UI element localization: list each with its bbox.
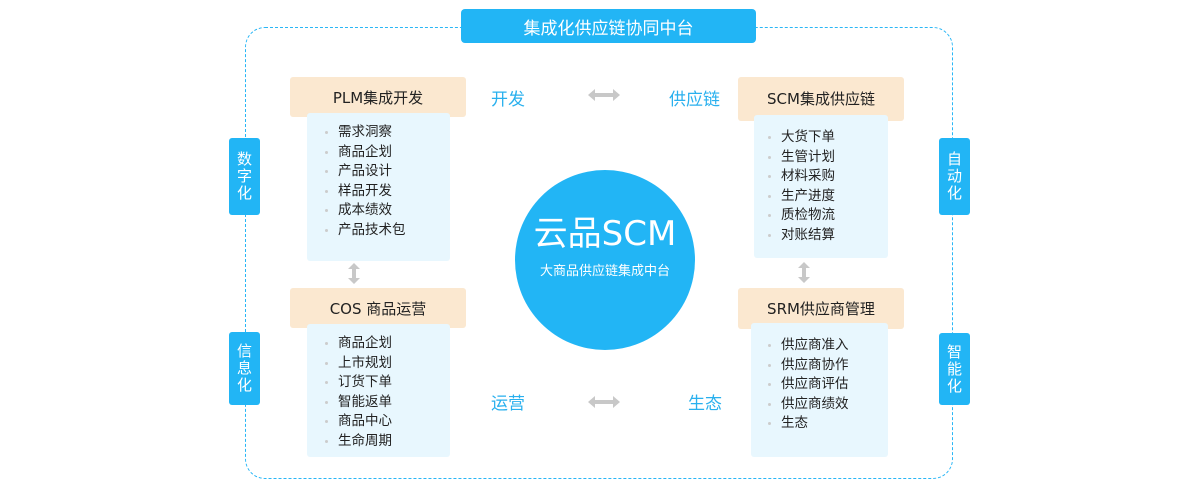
side-tab-automation: 自动化 (939, 138, 970, 215)
module-item: 生产进度 (768, 187, 888, 207)
cos-box: 商品企划上市规划订货下单智能返单商品中心生命周期 (307, 324, 450, 457)
module-item: 成本绩效 (325, 201, 450, 221)
module-item: 产品技术包 (325, 221, 450, 241)
module-item: 对账结算 (768, 226, 888, 246)
connector-label-supply-chain: 供应链 (669, 90, 720, 110)
center-title: 云品SCM (533, 214, 677, 254)
module-item: 产品设计 (325, 162, 450, 182)
module-item: 生态 (768, 414, 888, 434)
double-arrow-vertical-icon (348, 263, 360, 284)
module-item-list: 大货下单生管计划材料采购生产进度质检物流对账结算 (754, 128, 888, 246)
srm-header: SRM供应商管理 (738, 288, 904, 329)
scm-header: SCM集成供应链 (738, 77, 904, 121)
module-item: 供应商绩效 (768, 395, 888, 415)
plm-header: PLM集成开发 (290, 77, 466, 117)
module-item: 生管计划 (768, 148, 888, 168)
plm-box: 需求洞察商品企划产品设计样品开发成本绩效产品技术包 (307, 113, 450, 261)
double-arrow-horizontal-icon (588, 89, 620, 101)
module-item: 材料采购 (768, 167, 888, 187)
side-tab-informatization: 信息化 (229, 332, 260, 405)
module-item: 质检物流 (768, 206, 888, 226)
double-arrow-horizontal-icon (588, 396, 620, 408)
module-item: 上市规划 (325, 354, 450, 374)
double-arrow-vertical-icon (798, 262, 810, 283)
module-item: 订货下单 (325, 373, 450, 393)
srm-box: 供应商准入供应商协作供应商评估供应商绩效生态 (751, 323, 888, 457)
module-item: 样品开发 (325, 182, 450, 202)
module-item: 供应商协作 (768, 356, 888, 376)
platform-title: 集成化供应链协同中台 (461, 9, 756, 43)
center-circle: 云品SCM 大商品供应链集成中台 (515, 170, 695, 350)
side-tab-digital: 数字化 (229, 138, 260, 215)
module-item: 大货下单 (768, 128, 888, 148)
connector-label-ecosystem: 生态 (688, 394, 722, 414)
connector-label-operation: 运营 (491, 394, 525, 414)
module-item: 生命周期 (325, 432, 450, 452)
side-tab-intelligent: 智能化 (939, 333, 970, 405)
module-item: 需求洞察 (325, 123, 450, 143)
connector-label-develop: 开发 (491, 90, 525, 110)
scm-box: 大货下单生管计划材料采购生产进度质检物流对账结算 (754, 115, 888, 258)
module-item: 智能返单 (325, 393, 450, 413)
center-subtitle: 大商品供应链集成中台 (539, 264, 670, 279)
module-item: 商品中心 (325, 412, 450, 432)
module-item: 供应商评估 (768, 375, 888, 395)
module-item: 商品企划 (325, 143, 450, 163)
module-item-list: 供应商准入供应商协作供应商评估供应商绩效生态 (751, 336, 888, 434)
module-item: 商品企划 (325, 334, 450, 354)
module-item-list: 需求洞察商品企划产品设计样品开发成本绩效产品技术包 (307, 123, 450, 241)
module-item: 供应商准入 (768, 336, 888, 356)
module-item-list: 商品企划上市规划订货下单智能返单商品中心生命周期 (307, 334, 450, 452)
cos-header: COS 商品运营 (290, 288, 466, 328)
